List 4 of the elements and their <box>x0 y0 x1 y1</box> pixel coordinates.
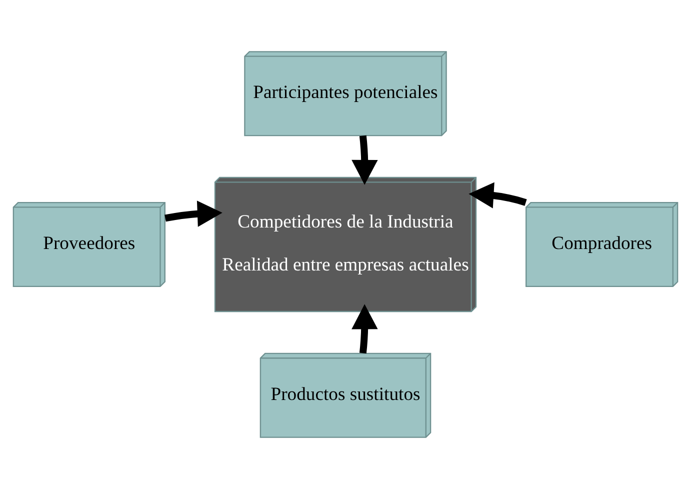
arrow <box>352 304 378 354</box>
arrow <box>352 135 378 185</box>
arrow <box>164 200 222 227</box>
arrow <box>468 182 527 208</box>
